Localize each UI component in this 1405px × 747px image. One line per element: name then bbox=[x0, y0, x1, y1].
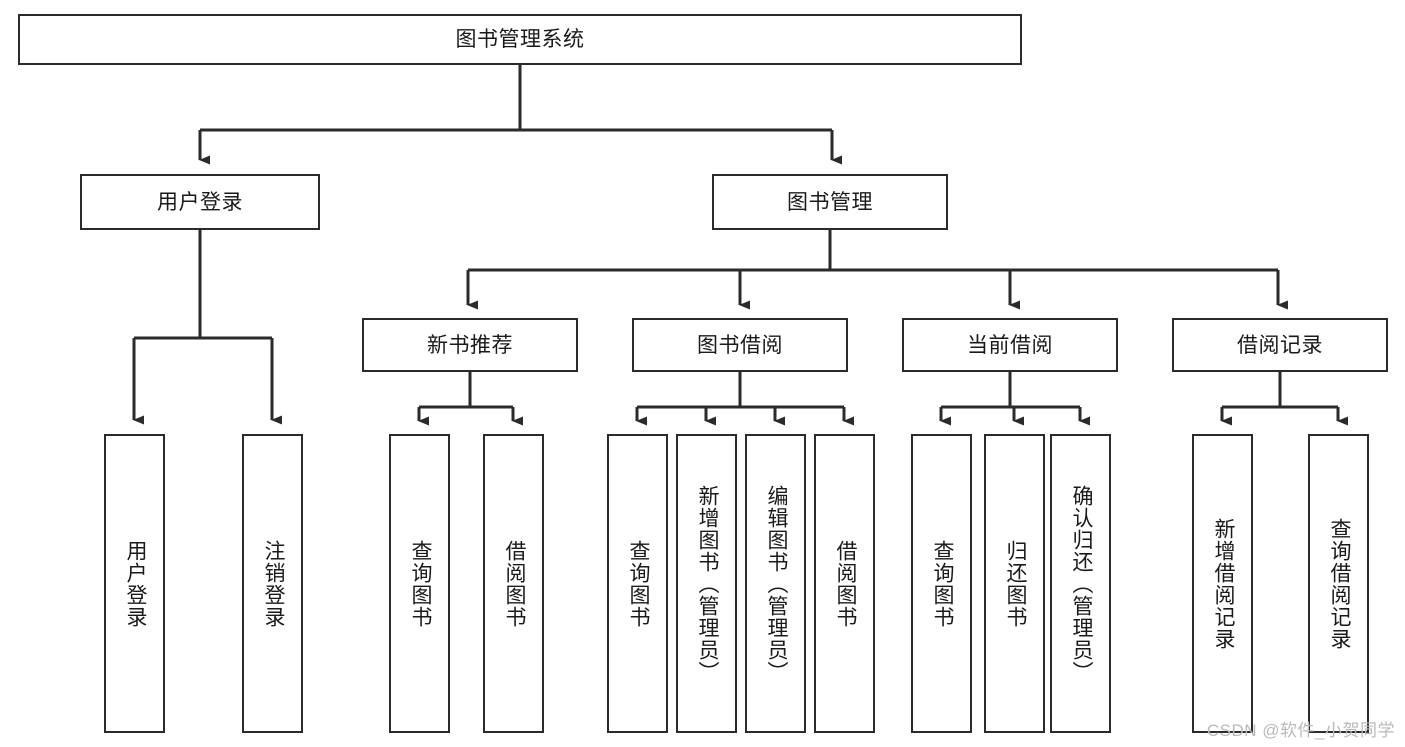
node-current-borrow[interactable]: 当前借阅 bbox=[902, 318, 1118, 372]
node-leaf-confirm-return-label: 确认归还（管理员） bbox=[1069, 484, 1093, 683]
node-leaf-add-book-label: 新增图书（管理员） bbox=[695, 484, 719, 683]
node-leaf-query-book-3-label: 查询图书 bbox=[930, 539, 954, 628]
node-leaf-query-book-2-label: 查询图书 bbox=[626, 539, 650, 628]
node-book-borrow[interactable]: 图书借阅 bbox=[632, 318, 848, 372]
node-leaf-borrow-book-1-label: 借阅图书 bbox=[502, 539, 526, 628]
node-leaf-query-record-label: 查询借阅记录 bbox=[1327, 517, 1351, 650]
node-leaf-add-book[interactable]: 新增图书（管理员） bbox=[676, 434, 737, 733]
node-leaf-borrow-book-1[interactable]: 借阅图书 bbox=[483, 434, 544, 733]
node-root-label: 图书管理系统 bbox=[455, 28, 585, 51]
node-book-manage[interactable]: 图书管理 bbox=[712, 174, 948, 230]
node-leaf-borrow-book-2-label: 借阅图书 bbox=[833, 539, 857, 628]
node-leaf-query-book-1[interactable]: 查询图书 bbox=[389, 434, 450, 733]
csdn-watermark: CSDN @软件_小贺同学 bbox=[1206, 721, 1395, 740]
node-leaf-user-login[interactable]: 用户登录 bbox=[104, 434, 165, 733]
node-borrow-record[interactable]: 借阅记录 bbox=[1172, 318, 1388, 372]
node-current-borrow-label: 当前借阅 bbox=[967, 333, 1053, 357]
node-leaf-add-record[interactable]: 新增借阅记录 bbox=[1192, 434, 1253, 733]
node-new-book-recommend[interactable]: 新书推荐 bbox=[362, 318, 578, 372]
node-leaf-add-record-label: 新增借阅记录 bbox=[1211, 517, 1235, 650]
node-leaf-return-book-label: 归还图书 bbox=[1003, 539, 1027, 628]
node-leaf-user-login-label: 用户登录 bbox=[123, 539, 147, 628]
node-root[interactable]: 图书管理系统 bbox=[18, 14, 1022, 65]
node-leaf-return-book[interactable]: 归还图书 bbox=[984, 434, 1045, 733]
node-leaf-query-book-1-label: 查询图书 bbox=[408, 539, 432, 628]
node-user-login[interactable]: 用户登录 bbox=[80, 174, 320, 230]
node-leaf-edit-book-label: 编辑图书（管理员） bbox=[764, 484, 788, 683]
node-leaf-user-logout[interactable]: 注销登录 bbox=[242, 434, 303, 733]
node-leaf-confirm-return[interactable]: 确认归还（管理员） bbox=[1050, 434, 1111, 733]
node-book-manage-label: 图书管理 bbox=[787, 190, 873, 214]
node-leaf-query-record[interactable]: 查询借阅记录 bbox=[1308, 434, 1369, 733]
node-new-book-recommend-label: 新书推荐 bbox=[427, 333, 513, 357]
node-book-borrow-label: 图书借阅 bbox=[697, 333, 783, 357]
node-leaf-query-book-3[interactable]: 查询图书 bbox=[911, 434, 972, 733]
node-borrow-record-label: 借阅记录 bbox=[1237, 333, 1323, 357]
node-leaf-edit-book[interactable]: 编辑图书（管理员） bbox=[745, 434, 806, 733]
node-leaf-user-logout-label: 注销登录 bbox=[261, 539, 285, 628]
node-user-login-label: 用户登录 bbox=[157, 190, 243, 214]
node-leaf-borrow-book-2[interactable]: 借阅图书 bbox=[814, 434, 875, 733]
node-leaf-query-book-2[interactable]: 查询图书 bbox=[607, 434, 668, 733]
